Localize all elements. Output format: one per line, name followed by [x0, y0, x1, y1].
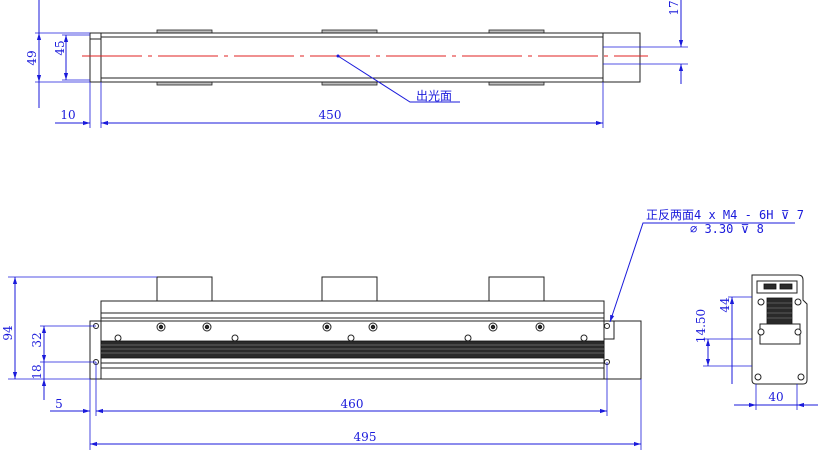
side-slot-insert [763, 283, 777, 290]
dim-44-label: 44 [718, 297, 732, 313]
top-body-outline [89, 32, 641, 83]
screw [231, 334, 239, 342]
dim-450-label: 450 [319, 108, 342, 122]
screw-core [204, 324, 210, 330]
side-screw [794, 328, 802, 336]
screw-core [490, 324, 496, 330]
side-screw [754, 373, 762, 381]
side-heatsink-block [766, 297, 793, 325]
screw [464, 334, 472, 342]
dim-40-label: 40 [768, 390, 783, 404]
dim-94-label: 94 [1, 325, 15, 341]
dim-32-label: 32 [30, 332, 44, 347]
thread-note-leader [609, 222, 795, 323]
dim-495-label: 495 [354, 430, 377, 444]
dim-1450-label: 14.50 [694, 309, 708, 343]
front-screws [93, 322, 610, 365]
thread-note-line1: 正反两面4 x M4 - 6H ⊽ 7 [646, 208, 804, 222]
dim-460-label: 460 [341, 397, 364, 411]
dim-5-label: 5 [55, 397, 63, 411]
side-screw [757, 298, 765, 306]
callout-label: 出光面 [416, 89, 452, 103]
screw-core [158, 324, 164, 330]
side-screw [797, 373, 805, 381]
screw [580, 334, 588, 342]
screw [347, 334, 355, 342]
screw-core [370, 324, 376, 330]
screw-core [324, 324, 330, 330]
side-screw [757, 328, 765, 336]
callout-leader [337, 55, 460, 103]
side-view: 44 14.50 40 [694, 274, 818, 410]
dim-10-label: 10 [60, 108, 75, 122]
dim-45-label: 45 [53, 40, 67, 55]
side-slot-insert-2 [779, 283, 793, 290]
thread-note-line2: ⌀ 3.30 ⊽ 8 [690, 222, 764, 236]
dim-17-label: 17 [667, 0, 681, 15]
side-screw [794, 298, 802, 306]
front-mount-block-1 [156, 276, 213, 303]
screw-core [537, 324, 543, 330]
screw [114, 334, 122, 342]
side-mid-body [759, 323, 801, 345]
threaded-hole [604, 323, 610, 329]
dim-49-label: 49 [25, 50, 39, 65]
front-led-strip [100, 340, 605, 359]
front-mount-block-3 [488, 276, 545, 303]
front-mount-block-2 [321, 276, 378, 303]
front-view: 正反两面4 x M4 - 6H ⊽ 7 ⌀ 3.30 ⊽ 8 94 32 18 … [1, 208, 804, 450]
top-view: 出光面 49 45 17 10 450 [25, 0, 688, 128]
dim-18-label: 18 [30, 364, 44, 379]
